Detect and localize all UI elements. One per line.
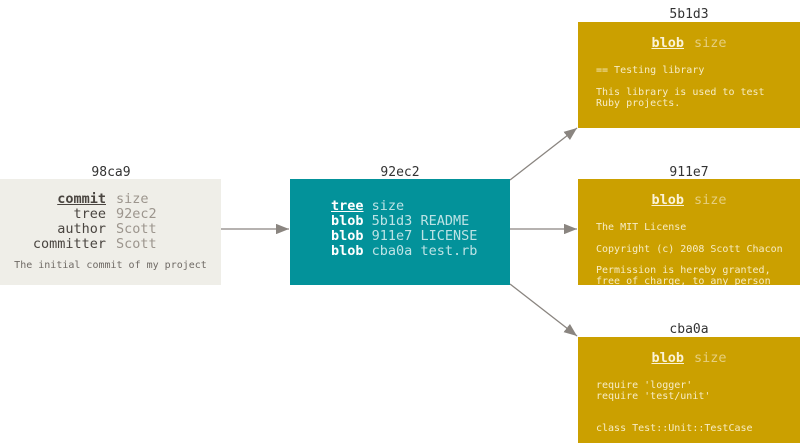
- blob-line: Copyright (c) 2008 Scott Chacon: [596, 244, 783, 255]
- commit-keys: commit tree author committer: [33, 192, 106, 252]
- blob-id: 5b1d3: [669, 7, 709, 22]
- commit-id: 98ca9: [91, 165, 131, 180]
- blob-object: blob size The MIT License Copyright (c) 2…: [578, 179, 800, 285]
- tree-id: 92ec2: [380, 165, 420, 180]
- blob-line: free of charge, to any person: [596, 276, 771, 285]
- entry-hash: 5b1d3: [371, 213, 413, 229]
- blob-line: The MIT License: [596, 222, 687, 233]
- entry-name: README: [420, 213, 470, 229]
- entry-type: blob: [331, 213, 364, 229]
- entry-type: blob: [331, 243, 364, 259]
- tree-entry: blob 5b1d3 README: [331, 214, 469, 229]
- author-value: Scott: [116, 221, 157, 237]
- commit-message: The initial commit of my project: [14, 260, 207, 271]
- blob-id: cba0a: [669, 322, 709, 337]
- tree-entry: blob 911e7 LICENSE: [331, 229, 477, 244]
- blob-line: Ruby projects.: [596, 98, 681, 109]
- blob-object: blob size == Testing library This library…: [578, 22, 800, 128]
- blob-size: size: [694, 192, 727, 208]
- blob-line: require 'logger': [596, 380, 693, 391]
- blob-header: blob size: [578, 35, 800, 51]
- blob-line: Permission is hereby granted,: [596, 265, 771, 276]
- tree-header: tree size: [331, 199, 404, 214]
- tree-size: size: [371, 198, 405, 214]
- blob-header: blob size: [578, 350, 800, 366]
- commit-values: size 92ec2 Scott Scott: [116, 192, 157, 252]
- commit-type: commit: [57, 191, 106, 207]
- blob-size: size: [694, 35, 727, 51]
- committer-value: Scott: [116, 236, 157, 252]
- entry-name: test.rb: [420, 243, 478, 259]
- tree-type: tree: [331, 198, 364, 214]
- blob-header: blob size: [578, 192, 800, 208]
- committer-key: committer: [32, 236, 106, 252]
- entry-hash: 911e7: [371, 228, 413, 244]
- blob-line: class Test::Unit::TestCase: [596, 423, 753, 434]
- blob-type: blob: [651, 35, 684, 51]
- tree-object: tree size blob 5b1d3 README blob 911e7 L…: [290, 179, 510, 285]
- blob-type: blob: [651, 192, 684, 208]
- blob-line: == Testing library: [596, 65, 705, 76]
- commit-size: size: [116, 191, 149, 207]
- blob-line: This library is used to test: [596, 87, 765, 98]
- blob-id: 911e7: [669, 165, 709, 180]
- blob-line: require 'test/unit': [596, 391, 711, 402]
- tree-value: 92ec2: [116, 206, 157, 222]
- arrow-tree-to-cba0a: [509, 283, 578, 337]
- blob-type: blob: [651, 350, 684, 366]
- entry-hash: cba0a: [371, 243, 413, 259]
- commit-object: commit tree author committer size 92ec2 …: [0, 179, 221, 285]
- author-key: author: [57, 221, 106, 237]
- tree-entry: blob cba0a test.rb: [331, 244, 477, 259]
- blob-size: size: [694, 350, 727, 366]
- arrow-tree-to-5b1d3: [509, 127, 578, 181]
- blob-object: blob size require 'logger' require 'test/…: [578, 337, 800, 443]
- tree-key: tree: [73, 206, 106, 222]
- entry-type: blob: [331, 228, 364, 244]
- entry-name: LICENSE: [420, 228, 478, 244]
